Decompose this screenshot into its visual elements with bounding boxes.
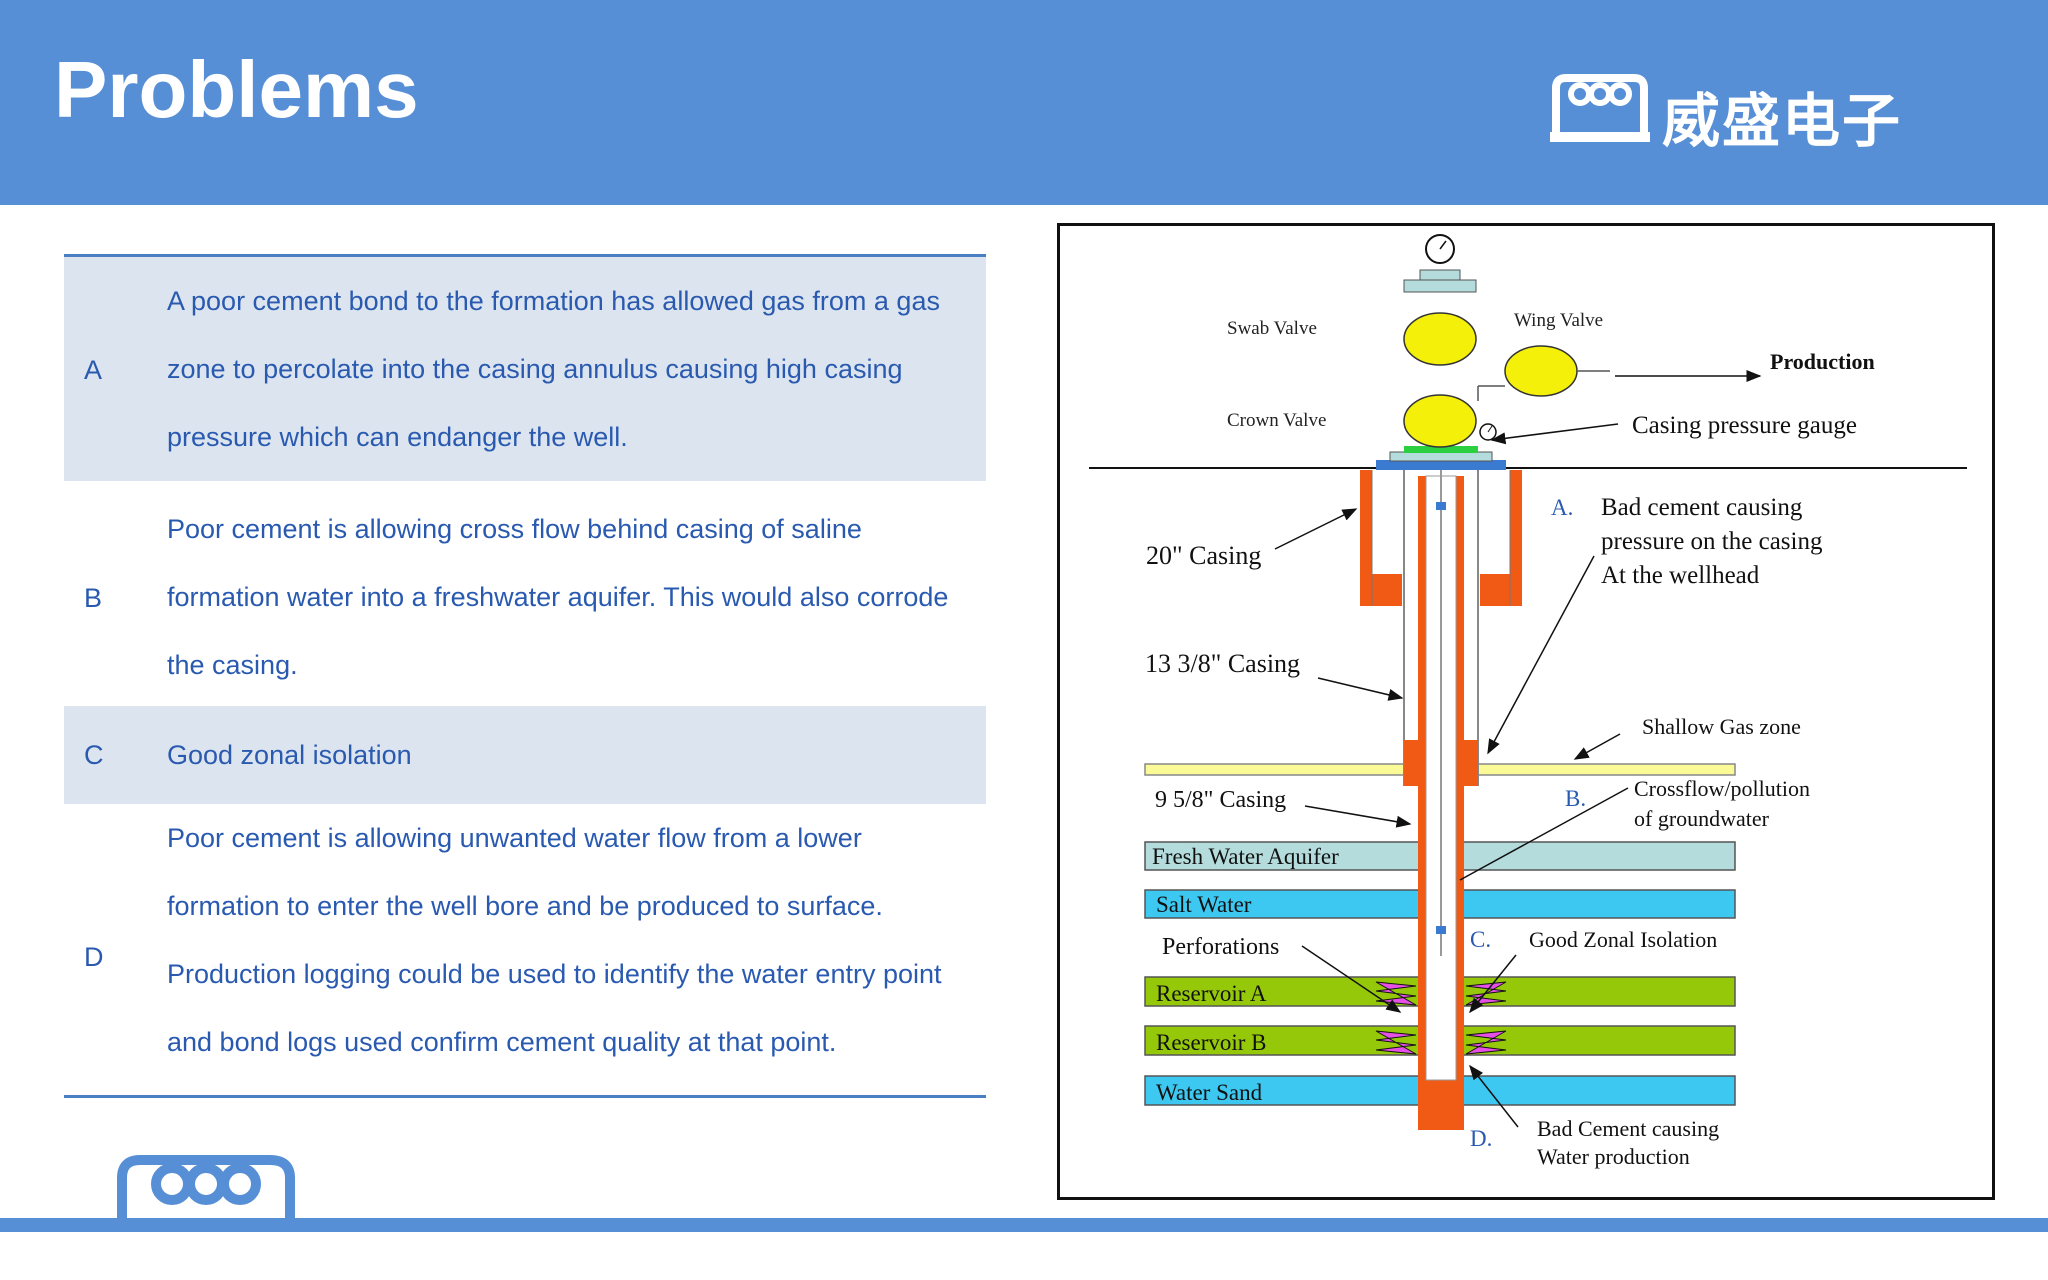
table-row-a: A A poor cement bond to the formation ha… xyxy=(64,257,986,481)
casing-9-right xyxy=(1456,476,1464,1110)
annotation-b-line1: Crossflow/pollution xyxy=(1634,776,1810,801)
annotation-a-line2: pressure on the casing xyxy=(1601,528,1823,555)
company-logo: 威盛电子 xyxy=(1550,70,1910,155)
casing-20-right xyxy=(1510,470,1522,606)
wing-valve-label: Wing Valve xyxy=(1514,310,1603,331)
row-text: Poor cement is allowing cross flow behin… xyxy=(167,514,949,680)
row-letter: C xyxy=(84,740,104,770)
annotation-d-line1: Bad Cement causing xyxy=(1537,1116,1719,1141)
page-title: Problems xyxy=(54,45,419,134)
table-row-b: B Poor cement is allowing cross flow beh… xyxy=(64,481,986,706)
table-top-rule xyxy=(64,254,986,257)
casing-9-label: 9 5/8" Casing xyxy=(1155,787,1286,813)
annotation-a-line3: At the wellhead xyxy=(1601,562,1760,589)
wellhead-flange xyxy=(1376,460,1506,470)
casing-13-label: 13 3/8" Casing xyxy=(1145,649,1300,678)
footer-logo-icon xyxy=(110,1148,310,1233)
annotation-a-line1: Bad cement causing xyxy=(1601,494,1803,521)
row-letter: A xyxy=(84,355,103,385)
perforations-reservoir-b xyxy=(1375,1030,1507,1055)
annotation-d-line2: Water production xyxy=(1537,1144,1690,1169)
row-text: A poor cement bond to the formation has … xyxy=(167,286,940,452)
swab-valve-label: Swab Valve xyxy=(1227,318,1317,339)
swab-valve-icon xyxy=(1403,312,1477,366)
footer-line xyxy=(0,1218,2048,1232)
annotation-a-letter: A. xyxy=(1551,495,1573,520)
annotation-b-letter: B. xyxy=(1565,786,1586,811)
row-letter: D xyxy=(84,942,104,972)
row-text: Good zonal isolation xyxy=(167,740,412,770)
well-schematic: Swab Valve Wing Valve Production Crown V… xyxy=(1089,234,1967,1169)
row-text: Poor cement is allowing unwanted water f… xyxy=(167,823,942,1057)
well-diagram: Swab Valve Wing Valve Production Crown V… xyxy=(1057,223,1995,1200)
annotation-d-letter: D. xyxy=(1470,1126,1492,1151)
shallow-gas-label: Shallow Gas zone xyxy=(1642,714,1801,739)
casing-9-left xyxy=(1418,476,1426,1110)
fresh-water-label: Fresh Water Aquifer xyxy=(1152,844,1339,869)
casing-20-label: 20" Casing xyxy=(1146,541,1261,570)
crown-valve-label: Crown Valve xyxy=(1227,410,1326,431)
table-row-c: C Good zonal isolation xyxy=(64,706,986,804)
casing-shoe xyxy=(1418,1080,1464,1130)
annotation-c-letter: C. xyxy=(1470,927,1491,952)
perforations-label: Perforations xyxy=(1162,934,1279,960)
crown-valve-icon xyxy=(1403,394,1477,448)
table-row-d: D Poor cement is allowing unwanted water… xyxy=(64,804,986,1095)
casing-pressure-gauge-label: Casing pressure gauge xyxy=(1632,412,1857,439)
reservoir-a-label: Reservoir A xyxy=(1156,981,1267,1006)
table-bottom-rule xyxy=(64,1095,986,1098)
reservoir-b-label: Reservoir B xyxy=(1156,1030,1267,1055)
salt-water-label: Salt Water xyxy=(1156,892,1252,917)
logo-mark-icon xyxy=(1550,74,1650,142)
row-letter: B xyxy=(84,583,103,613)
production-label: Production xyxy=(1770,349,1875,374)
annotation-b-line2: of groundwater xyxy=(1634,806,1770,831)
header-bar xyxy=(0,0,2048,205)
annotation-c-line1: Good Zonal Isolation xyxy=(1529,927,1717,952)
water-sand-label: Water Sand xyxy=(1156,1080,1263,1105)
logo-text: 威盛电子 xyxy=(1662,87,1903,155)
wing-valve-icon xyxy=(1504,345,1578,397)
casing-20-left xyxy=(1360,470,1372,606)
